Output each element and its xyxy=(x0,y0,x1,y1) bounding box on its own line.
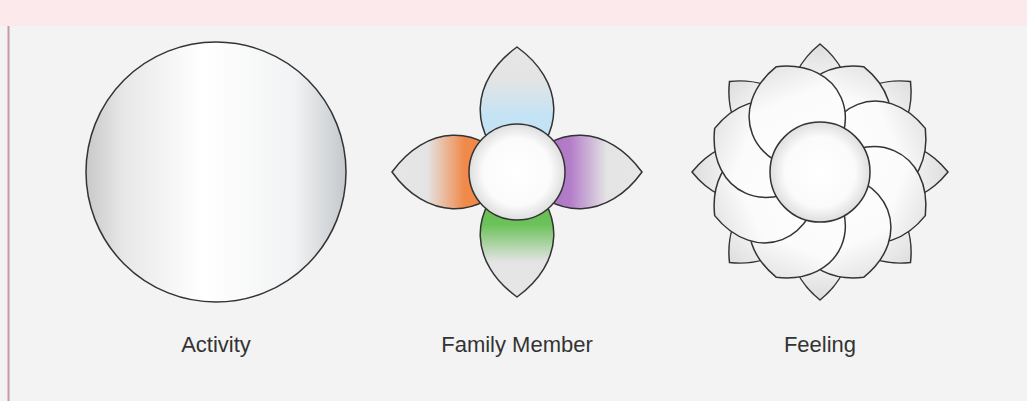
feeling-lotus: Feeling xyxy=(685,37,955,367)
circle-outline xyxy=(86,42,346,302)
shape-label: Feeling xyxy=(685,332,955,358)
shape-label: Activity xyxy=(81,332,351,358)
left-rule xyxy=(8,26,10,401)
top-band xyxy=(0,0,1027,26)
lotus-center xyxy=(770,122,870,222)
node-outline xyxy=(81,37,351,307)
flower-center xyxy=(469,124,565,220)
node-outline xyxy=(382,37,652,307)
activity-circle: Activity xyxy=(81,37,351,367)
family-flower: Family Member xyxy=(382,37,652,367)
shape-label: Family Member xyxy=(382,332,652,358)
node-outline xyxy=(685,37,955,307)
